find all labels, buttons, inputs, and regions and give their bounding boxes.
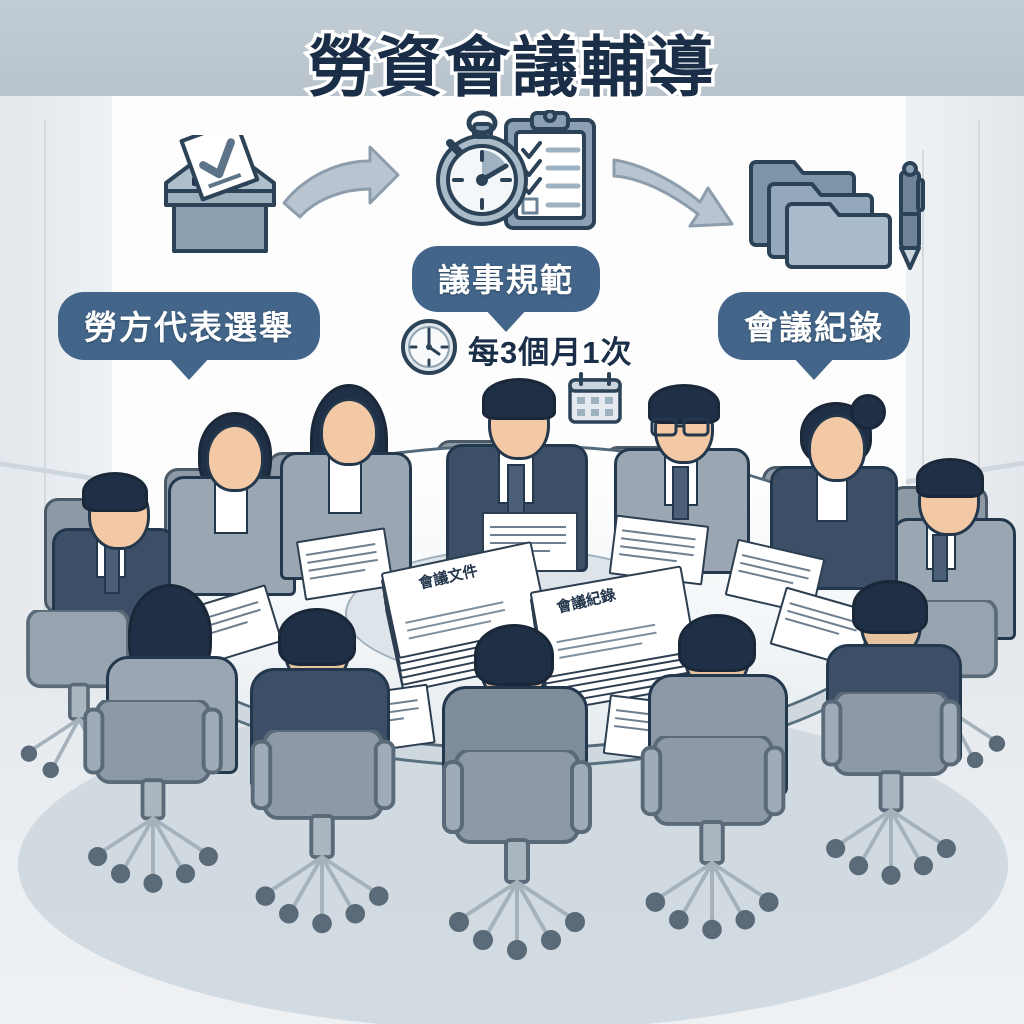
curved-arrow-right-icon [278,145,403,230]
ballot-box-icon [128,119,278,260]
calendar-icon [566,372,624,429]
office-chair-front-right [640,734,788,956]
clock-icon [400,318,458,381]
callout-labor-rep-election[interactable]: 勞方代表選舉 [58,292,320,360]
office-chair-front-left [250,728,398,950]
office-chair-front-center [442,748,592,975]
ceiling [0,0,1024,108]
wall-panel-line [978,120,980,680]
page-title: 勞資會議輔導 [305,27,718,108]
callout-meeting-minutes[interactable]: 會議紀錄 [718,292,910,360]
office-chair-left [78,698,228,915]
clipboard-checklist-icon [428,109,603,240]
callout-meeting-rules[interactable]: 議事規範 [412,246,601,312]
glasses-icon [650,417,710,437]
wall-panel-line [922,150,924,670]
folder-stack-icon [748,140,928,280]
wall-panel-line [44,120,46,680]
office-chair-right [816,690,966,907]
curved-arrow-right-icon [608,148,738,238]
meeting-frequency: 每3個月1次 [400,318,633,381]
frequency-label: 每3個月1次 [466,333,633,372]
hair-bun [850,394,886,430]
pen-icon [899,161,925,270]
